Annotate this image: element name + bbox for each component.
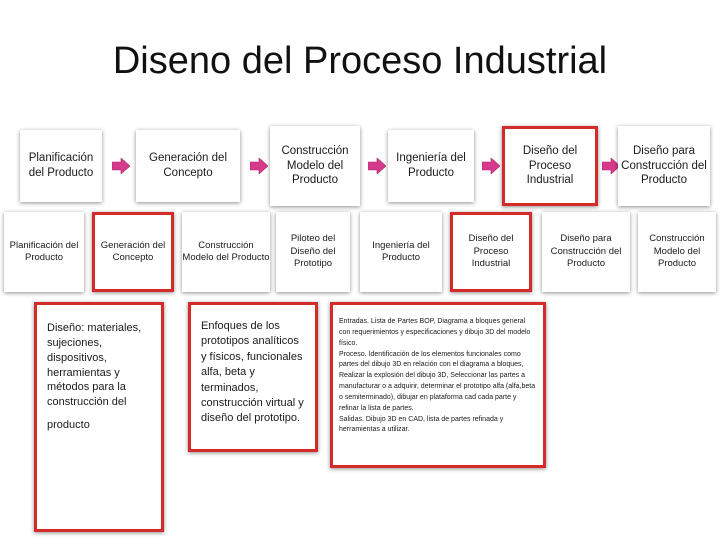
row2-box-label: Planificación del Producto [9, 239, 79, 263]
top-box-ingenieria: Ingeniería del Producto [388, 130, 474, 202]
row2-box-label: Piloteo del Diseño del Prototipo [290, 233, 336, 270]
top-box-label: Construcción Modelo del Producto [281, 144, 349, 187]
arrow-right-icon [112, 158, 130, 174]
row2-box-construccion-modelo: Construcción Modelo del Producto [638, 212, 716, 292]
row2-box-piloteo: Piloteo del Diseño del Prototipo [276, 212, 350, 292]
top-box-label: Planificación del Producto [28, 152, 94, 179]
top-box-diseno-construccion: Diseño para Construcción del Producto [618, 126, 710, 206]
detail-text: Diseño: materiales, sujeciones, disposit… [47, 322, 142, 409]
arrow-right-icon [482, 158, 500, 174]
detail-proceso: Proceso. Identificación de los elementos… [339, 350, 536, 412]
row2-box-generacion: Generación del Concepto [92, 212, 174, 292]
row2-box-ingenieria: Ingeniería del Producto [360, 212, 442, 292]
row2-box-label: Construcción Modelo del Producto [182, 239, 270, 263]
top-box-proceso-industrial: Diseño del Proceso Industrial [502, 126, 598, 206]
row2-box-planificacion: Planificación del Producto [4, 212, 84, 292]
top-box-generacion: Generación del Concepto [136, 130, 240, 202]
slide-title: Diseno del Proceso Industrial [112, 40, 608, 82]
detail-salidas: Salidas. Dibujo 3D en CAD, lista de part… [339, 415, 504, 434]
row2-box-label: Construcción Modelo del Producto [649, 233, 705, 270]
detail-text-tail: producto [47, 419, 90, 432]
top-box-label: Generación del Concepto [149, 152, 227, 179]
top-box-construccion: Construcción Modelo del Producto [270, 126, 360, 206]
row2-box-label: Diseño para Construcción del Producto [550, 233, 622, 270]
row2-box-construccion: Construcción Modelo del Producto [182, 212, 270, 292]
detail-box-enfoques: Enfoques de los prototipos analíticos y … [188, 302, 318, 452]
top-box-planificacion: Planificación del Producto [20, 130, 102, 202]
arrow-right-icon [250, 158, 268, 174]
detail-entradas: Entradas. Lista de Partes BOP, Diagrama … [339, 318, 531, 347]
row2-box-proceso-industrial: Diseño del Proceso Industrial [450, 212, 532, 292]
detail-box-entradas-proceso-salidas: Entradas. Lista de Partes BOP, Diagrama … [330, 302, 546, 468]
row2-box-label: Ingeniería del Producto [372, 239, 430, 263]
arrow-right-icon [602, 158, 620, 174]
top-box-label: Diseño para Construcción del Producto [621, 144, 707, 187]
arrow-right-icon [368, 158, 386, 174]
detail-text: Enfoques de los prototipos analíticos y … [201, 320, 304, 425]
top-box-label: Ingeniería del Producto [396, 152, 466, 179]
detail-box-diseno: Diseño: materiales, sujeciones, disposit… [34, 302, 164, 532]
row2-box-label: Generación del Concepto [100, 239, 166, 263]
row2-box-label: Diseño del Proceso Industrial [468, 233, 514, 270]
row2-box-diseno-construccion: Diseño para Construcción del Producto [542, 212, 630, 292]
top-box-label: Diseño del Proceso Industrial [522, 144, 578, 187]
